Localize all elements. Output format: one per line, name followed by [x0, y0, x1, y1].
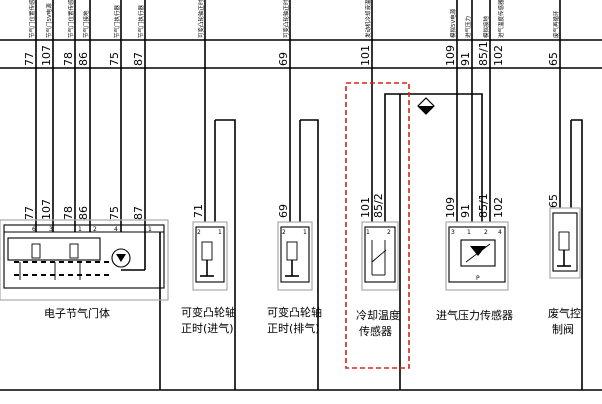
coolant-temp-sensor: 1 2	[361, 221, 399, 291]
pin-label: 3	[49, 226, 53, 233]
captions: 电子节气门体 可变凸轮轴 正时(进气) 可变凸轮轴 正时(排气) 冷却温度 传感…	[44, 305, 581, 338]
label-87: 节气门执行器	[137, 4, 145, 38]
pin-label: 1	[78, 226, 82, 233]
label-75: 节气门执行器	[113, 4, 121, 38]
wire-num: 85/1	[477, 193, 490, 218]
label-107: 节气门5V电源	[45, 3, 53, 38]
label-91: 进气压力	[464, 16, 472, 38]
pin-label: 2	[484, 229, 488, 236]
wire-num: 91	[459, 52, 472, 66]
throttle-outline	[0, 219, 169, 301]
solenoid-coil-icon	[558, 231, 570, 251]
label-78: 节气门位置传感器	[67, 0, 75, 38]
pin-label: 2	[93, 226, 97, 233]
pin-label: 1	[303, 229, 307, 236]
wire-num: 109	[444, 45, 457, 66]
wire-group	[35, 0, 561, 232]
wire-num: 107	[40, 45, 53, 66]
wire-num: 86	[77, 206, 90, 220]
thermistor-icon	[371, 249, 387, 263]
label-69: 可变凸轮轴正时(排气)	[282, 0, 290, 38]
label-102: 进气温度传感器	[497, 0, 505, 38]
caption-egr-2: 制阀	[552, 322, 574, 336]
label-85-1: 模拟接地	[482, 15, 490, 38]
wire-num: 107	[40, 199, 53, 220]
wire-num: 75	[108, 206, 121, 220]
wire-num: 85/1	[477, 41, 490, 66]
caption-egr: 废气控	[548, 306, 581, 320]
wire-num: 85/2	[372, 193, 385, 218]
wire-num: 91	[459, 204, 472, 218]
pin-label: 2	[387, 229, 391, 236]
pin-label: 1	[467, 229, 471, 236]
wire-71-return	[215, 119, 236, 390]
pin-label: 1	[366, 229, 370, 236]
wire-num: 78	[62, 52, 75, 66]
top-labels: 节气门位置传感器 节气门5V电源 节气门位置传感器 节气门接地 节气门执行器 节…	[28, 0, 560, 38]
highlight-box	[345, 82, 410, 369]
wire-numbers-upper: 77 107 78 86 75 87 69 101 109 91 85/1 10…	[23, 41, 560, 66]
wire-num: 65	[547, 194, 560, 208]
wire-num: 102	[492, 197, 505, 218]
wire-egr-return	[571, 119, 583, 390]
vvt-exhaust-sensor: 2 1	[277, 221, 313, 291]
egr-valve	[549, 207, 581, 279]
caption-vvt-ex: 可变凸轮轴	[267, 305, 322, 319]
solenoid-coil-icon	[286, 241, 298, 261]
wire-69-return	[300, 119, 319, 390]
caption-map: 进气压力传感器	[436, 308, 513, 322]
pressure-element-icon	[460, 239, 496, 267]
pin-label: 2	[197, 229, 201, 236]
caption-coolant: 冷却温度	[356, 308, 400, 322]
wire-num: 86	[77, 52, 90, 66]
wire-numbers-lower: 77 107 78 86 75 87 71 69 101 85/2 109 91…	[23, 193, 560, 220]
splice-diamond-icon	[417, 97, 435, 115]
solenoid-coil-icon	[201, 241, 213, 261]
vvt-intake-sensor: 2 1	[192, 221, 228, 291]
wire-num: 77	[23, 206, 36, 220]
label-101: 发动机冷却液温度传感器	[364, 0, 372, 38]
caption-vvt-in: 可变凸轮轴	[181, 305, 236, 319]
motor-icon	[111, 248, 131, 268]
wire-num: 69	[277, 204, 290, 218]
caption-throttle: 电子节气门体	[44, 306, 110, 320]
wire-num: 87	[132, 206, 145, 220]
throttle-body: 6 3 1 2 4 1	[0, 219, 169, 301]
pin-label: 4	[498, 229, 502, 236]
map-sensor: 3 1 2 4 P	[445, 221, 509, 291]
label-71: 可变凸轮轴正时(进气)	[197, 0, 205, 38]
label-86: 节气门接地	[82, 10, 90, 38]
pin-label: P	[476, 275, 480, 282]
label-65: 废气再循环	[552, 10, 560, 38]
wire-85-2	[384, 93, 407, 222]
wire-num: 102	[492, 45, 505, 66]
wire-num: 75	[108, 52, 121, 66]
wire-num: 65	[547, 52, 560, 66]
caption-vvt-in-2: 正时(进气)	[181, 321, 234, 335]
label-77: 节气门位置传感器	[28, 0, 36, 38]
caption-vvt-ex-2: 正时(排气)	[267, 321, 320, 335]
wire-num: 71	[192, 204, 205, 218]
wire-num: 69	[277, 52, 290, 66]
pin-label: 1	[218, 229, 222, 236]
pin-label: 3	[451, 229, 455, 236]
caption-coolant-2: 传感器	[359, 325, 392, 338]
wire-num: 77	[23, 52, 36, 66]
wire-num: 109	[444, 197, 457, 218]
pin-label: 6	[32, 226, 36, 233]
pin-label: 1	[148, 226, 152, 233]
wire-num: 101	[359, 197, 372, 218]
label-109: 模拟5V电源	[449, 8, 457, 38]
pin-label: 4	[114, 226, 118, 233]
wire-num: 87	[132, 52, 145, 66]
wire-num: 101	[359, 45, 372, 66]
wire-num: 78	[62, 206, 75, 220]
pin-label: 2	[282, 229, 286, 236]
